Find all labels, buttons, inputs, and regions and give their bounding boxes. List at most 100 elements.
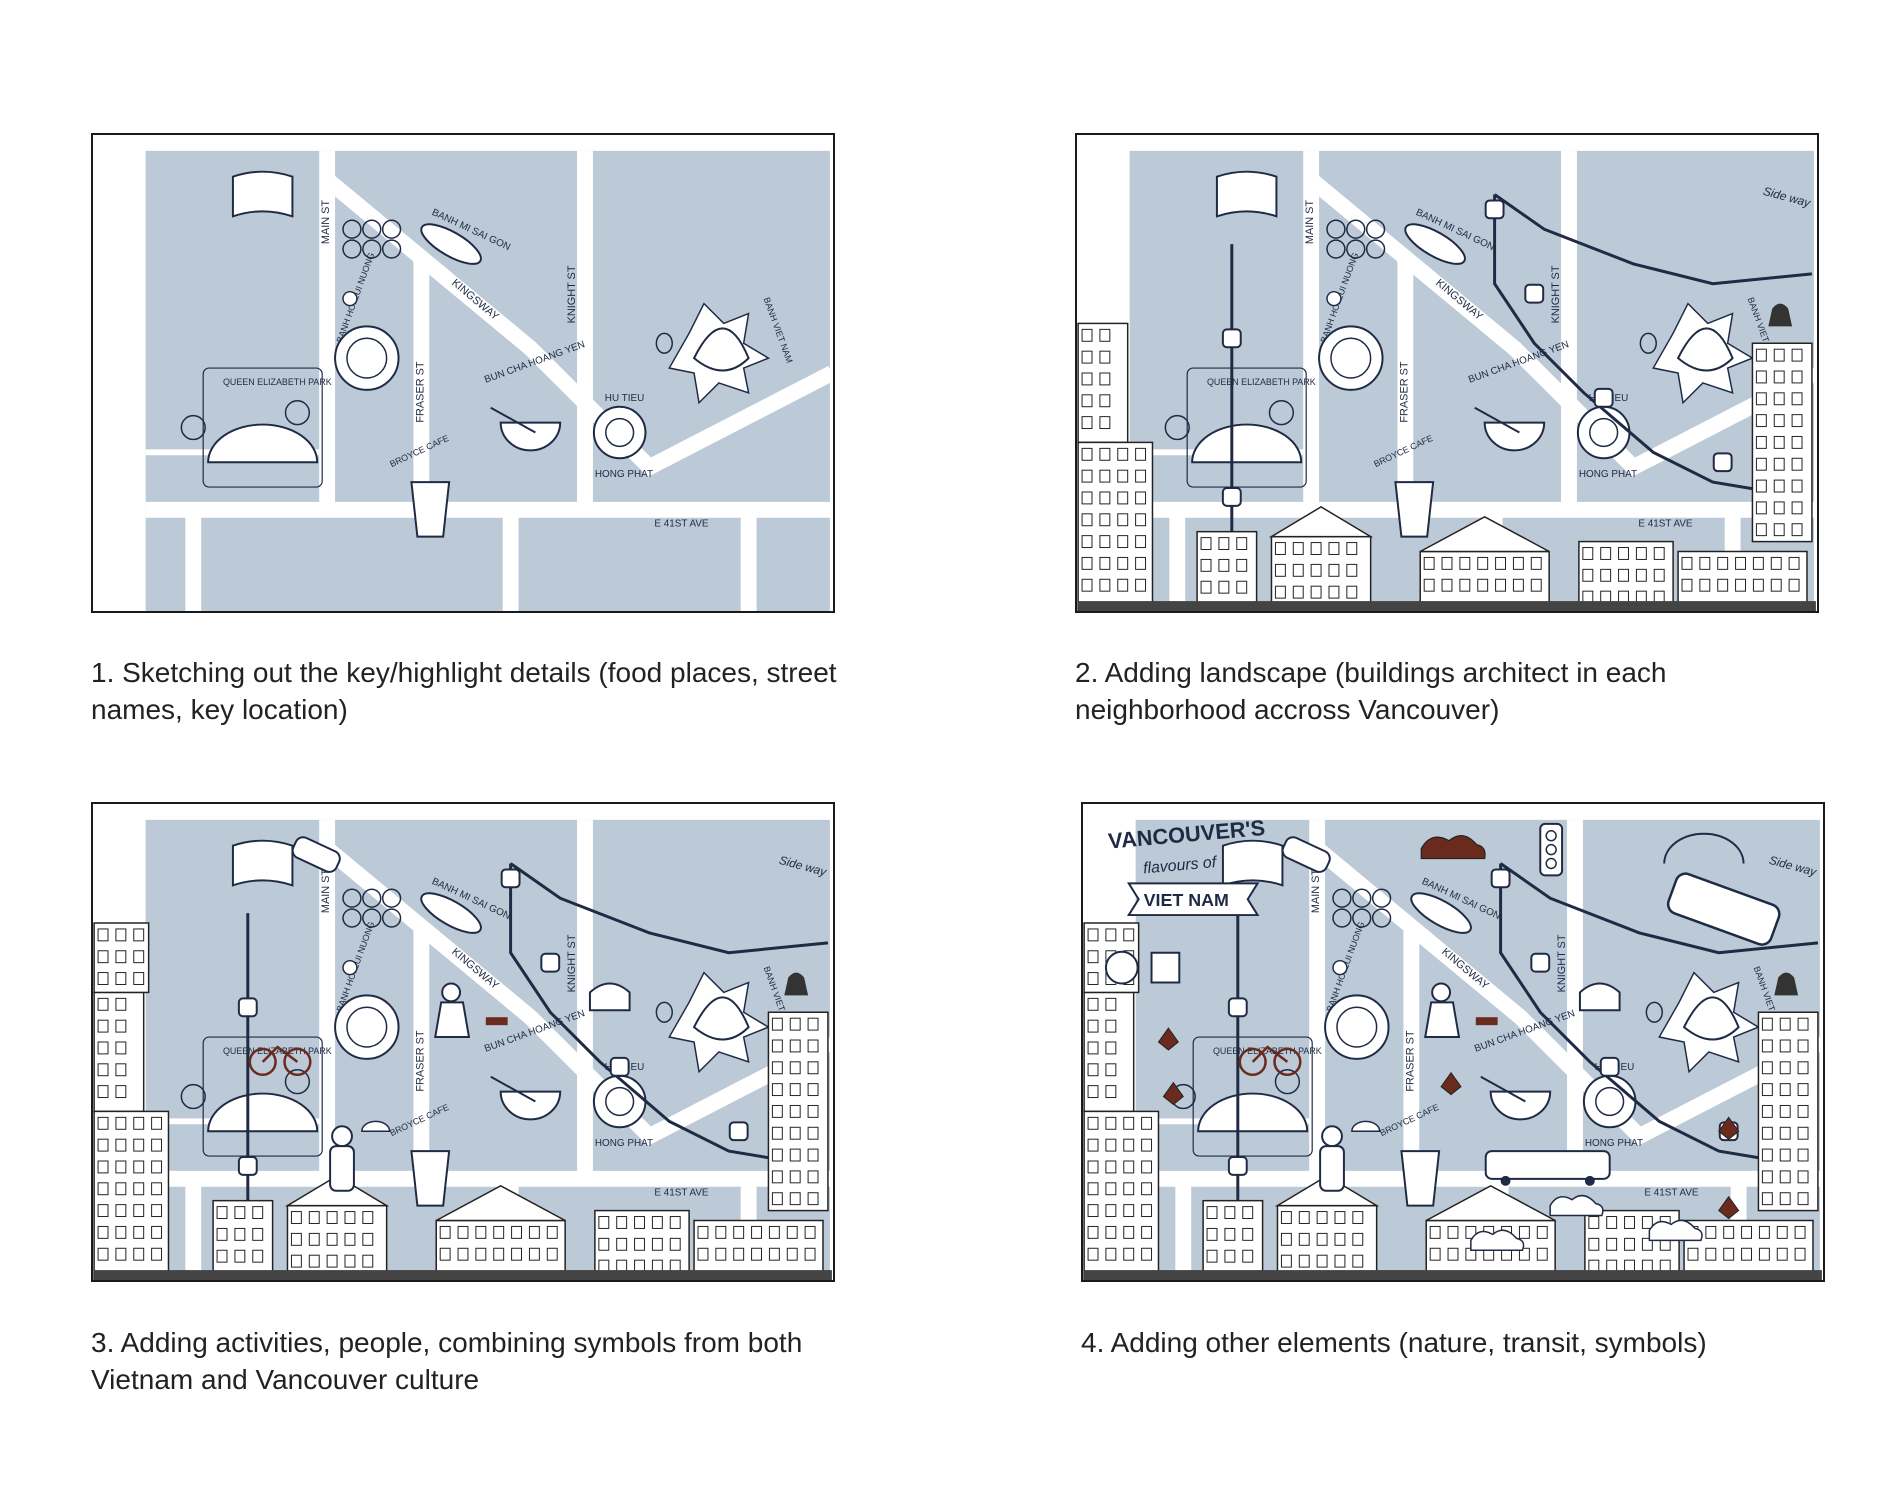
- title-ribbon: [1126, 882, 1260, 917]
- book-icon: [231, 170, 294, 218]
- park-frame: [202, 1036, 323, 1157]
- bicycle-frame: [261, 1045, 299, 1063]
- building-bottom-3: [1584, 1209, 1680, 1280]
- flower-pattern: [1326, 239, 1346, 259]
- house-bottom-1: [1276, 1204, 1378, 1280]
- label-main-st: MAIN ST: [1310, 869, 1322, 914]
- label-knight-st: KNIGHT ST: [1550, 265, 1562, 323]
- phin-coffee-cup: [410, 1150, 451, 1207]
- hu-tieu-bowl: [592, 1074, 647, 1129]
- pedestrian-sign-icon: [1150, 951, 1181, 984]
- egg-icon: [655, 1001, 673, 1023]
- building-bottom-1: [1196, 530, 1258, 611]
- stool-icon: [588, 982, 631, 1012]
- bloedel-dome: [207, 423, 319, 464]
- bicycle-wheel: [283, 1047, 312, 1076]
- book-icon: [1215, 170, 1278, 218]
- building-left-1: [1077, 322, 1129, 444]
- flower-pattern: [381, 239, 402, 259]
- egg-icon: [1645, 1001, 1663, 1023]
- flower-pattern: [362, 239, 382, 259]
- label-queen-elizabeth-park: QUEEN ELIZABETH PARK: [223, 377, 332, 387]
- flower-pattern: [381, 908, 402, 928]
- banh-mi-sandwich: [1410, 892, 1472, 934]
- umbrella-icon: [1351, 1120, 1381, 1132]
- phin-coffee-cup: [1400, 1150, 1441, 1207]
- house-bottom-1: [1270, 535, 1372, 611]
- label-queen-elizabeth-park: QUEEN ELIZABETH PARK: [1207, 377, 1316, 387]
- transit-stop-icon: [1221, 328, 1242, 349]
- label-knight-st: KNIGHT ST: [566, 265, 578, 323]
- title-flavours-of: flavours of: [1142, 854, 1218, 877]
- house-roof-2: [1419, 515, 1550, 553]
- ground-strip: [94, 1270, 832, 1280]
- cloud-icon: [1470, 1229, 1525, 1251]
- label-fraser-st: FRASER ST: [414, 361, 426, 422]
- transit-stop-icon: [1530, 952, 1551, 973]
- rain-cloud-icon: [1420, 835, 1486, 860]
- cloud-icon: [1549, 1194, 1604, 1217]
- label-main-st: MAIN ST: [1304, 200, 1316, 245]
- person-head: [331, 1125, 353, 1148]
- flower-pattern: [381, 219, 402, 239]
- tree-right: [1274, 1069, 1301, 1095]
- banh-hoi-plate: [334, 994, 400, 1060]
- bicycle-wheel: [1273, 1047, 1302, 1076]
- bus-wheel: [1500, 1175, 1511, 1186]
- flower-pattern: [362, 888, 382, 908]
- building-left-1: [1083, 991, 1135, 1113]
- plastic-stool: [485, 1017, 508, 1026]
- plate-icon-small: [342, 290, 358, 307]
- stool-icon: [1578, 982, 1621, 1012]
- street-vendor: [1424, 1001, 1461, 1039]
- bicycle-icon: [248, 1047, 277, 1076]
- phin-coffee-cup: [1394, 481, 1435, 538]
- building-left-2: [1083, 1110, 1160, 1280]
- landscape-layer: Side way: [1077, 184, 1816, 611]
- kingsway-street: [1306, 173, 1817, 477]
- bloedel-dome: [1197, 1092, 1309, 1133]
- cloud-icon: [1648, 1219, 1703, 1242]
- bun-cha-bowl: [1489, 1090, 1552, 1121]
- label-fraser-st: FRASER ST: [1404, 1030, 1416, 1091]
- banh-basket: [692, 327, 750, 372]
- banh-mi-sandwich: [420, 892, 482, 934]
- label-hong-phat: HONG PHAT: [1585, 1138, 1643, 1149]
- car-icon: [1281, 836, 1331, 873]
- person-head: [1321, 1125, 1343, 1148]
- plate-icon-small: [1326, 290, 1342, 307]
- flower-pattern: [1346, 239, 1366, 259]
- flower-pattern: [1352, 908, 1372, 928]
- building-right-1: [1757, 1011, 1819, 1212]
- flower-pattern: [1326, 219, 1346, 239]
- transit-stop-icon: [1712, 452, 1733, 473]
- label-main-st: MAIN ST: [320, 869, 332, 914]
- street-vendor: [434, 1001, 471, 1039]
- house-bottom-1: [286, 1204, 388, 1280]
- house-roof-2: [435, 1184, 566, 1222]
- landscape-layer: Side way: [1083, 853, 1822, 1280]
- flower-pattern: [362, 908, 382, 928]
- skytrain-line-2: [509, 862, 829, 955]
- building-left-1: [93, 991, 145, 1113]
- bicycle-frame: [1251, 1045, 1289, 1063]
- transit-stop-icon: [728, 1121, 749, 1142]
- bloedel-dome: [207, 1092, 319, 1133]
- flower-pattern: [1365, 219, 1386, 239]
- egg-icon: [1639, 332, 1657, 354]
- transit-stop-icon: [1593, 387, 1614, 408]
- transit-stop-icon: [1221, 487, 1242, 507]
- building-bottom-1: [1202, 1199, 1264, 1280]
- kingsway-street: [1312, 842, 1823, 1146]
- flower-pattern: [1371, 908, 1392, 928]
- label-hong-phat: HONG PHAT: [595, 469, 653, 480]
- skytrain-line: [1493, 194, 1773, 494]
- building-left-2: [93, 1110, 170, 1280]
- umbrella-icon: [361, 1120, 391, 1132]
- panel-2-caption: 2. Adding landscape (buildings architect…: [1075, 657, 1667, 725]
- skytrain-line-2: [1499, 862, 1819, 955]
- chopsticks: [1474, 406, 1520, 434]
